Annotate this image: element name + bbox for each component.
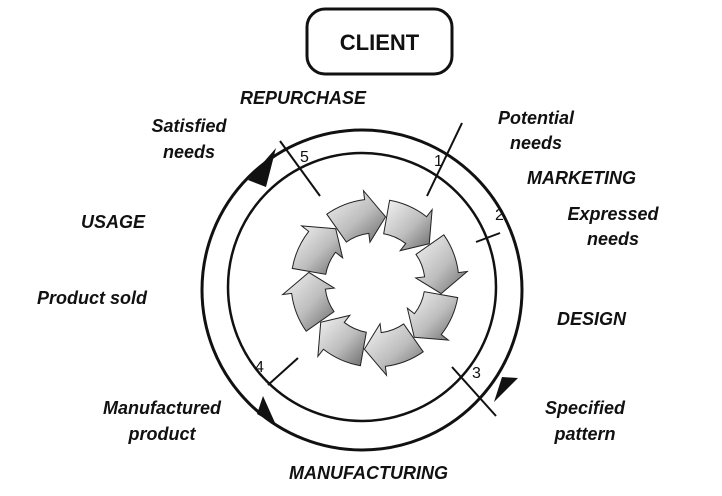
step-3-tick <box>451 366 497 417</box>
step-number-1: 1 <box>434 153 443 170</box>
step-1-tick <box>426 122 463 197</box>
state-potential-needs-line1: Potential <box>498 108 575 128</box>
state-manufactured-product-line1: Manufactured <box>103 398 222 418</box>
center-cycle-arrow <box>317 314 367 367</box>
center-cycle-arrow <box>291 225 344 275</box>
center-cycle-arrow <box>363 322 424 377</box>
step-number-5: 5 <box>300 149 309 166</box>
step-number-2: 2 <box>495 207 504 224</box>
state-product-sold: Product sold <box>37 288 148 308</box>
state-expressed-needs: Expressed needs <box>567 204 659 249</box>
central-cycle-arrows <box>281 189 469 377</box>
state-manufactured-product: Manufactured product <box>103 398 222 444</box>
phase-manufacturing: MANUFACTURING <box>289 463 448 483</box>
center-cycle-arrow <box>383 199 433 252</box>
outer-cycle-ring <box>200 128 524 452</box>
state-specified-pattern-line2: pattern <box>553 424 615 444</box>
cycle-arrowhead-bottom-left <box>257 396 276 425</box>
state-expressed-needs-line1: Expressed <box>567 204 659 224</box>
step-number-3: 3 <box>472 365 481 382</box>
state-specified-pattern: Specified pattern <box>545 398 626 444</box>
state-potential-needs: Potential needs <box>498 108 575 153</box>
step-4-tick <box>267 357 299 386</box>
state-expressed-needs-line2: needs <box>587 229 639 249</box>
step-2-tick <box>475 232 501 243</box>
client-box: CLIENT <box>305 7 454 76</box>
cycle-arrowhead-top-left <box>248 148 276 187</box>
center-cycle-arrow <box>326 189 387 244</box>
phase-marketing: MARKETING <box>527 168 636 188</box>
inner-cycle-ring <box>226 151 498 423</box>
center-cycle-arrow <box>406 291 459 341</box>
phase-usage: USAGE <box>81 212 146 232</box>
state-manufactured-product-line2: product <box>128 424 197 444</box>
state-potential-needs-line2: needs <box>510 133 562 153</box>
step-ticks <box>267 122 501 417</box>
state-satisfied-needs: Satisfied needs <box>151 116 227 162</box>
phase-repurchase: REPURCHASE <box>240 88 367 108</box>
phase-design: DESIGN <box>557 309 627 329</box>
step-number-4: 4 <box>255 359 264 376</box>
state-satisfied-needs-line1: Satisfied <box>151 116 227 136</box>
center-cycle-arrow <box>281 271 336 332</box>
state-satisfied-needs-line2: needs <box>163 142 215 162</box>
state-specified-pattern-line1: Specified <box>545 398 626 418</box>
cycle-arrowhead-bottom-right <box>494 377 518 402</box>
center-cycle-arrow <box>414 234 469 295</box>
client-label: CLIENT <box>340 30 420 55</box>
step-5-tick <box>279 140 321 197</box>
